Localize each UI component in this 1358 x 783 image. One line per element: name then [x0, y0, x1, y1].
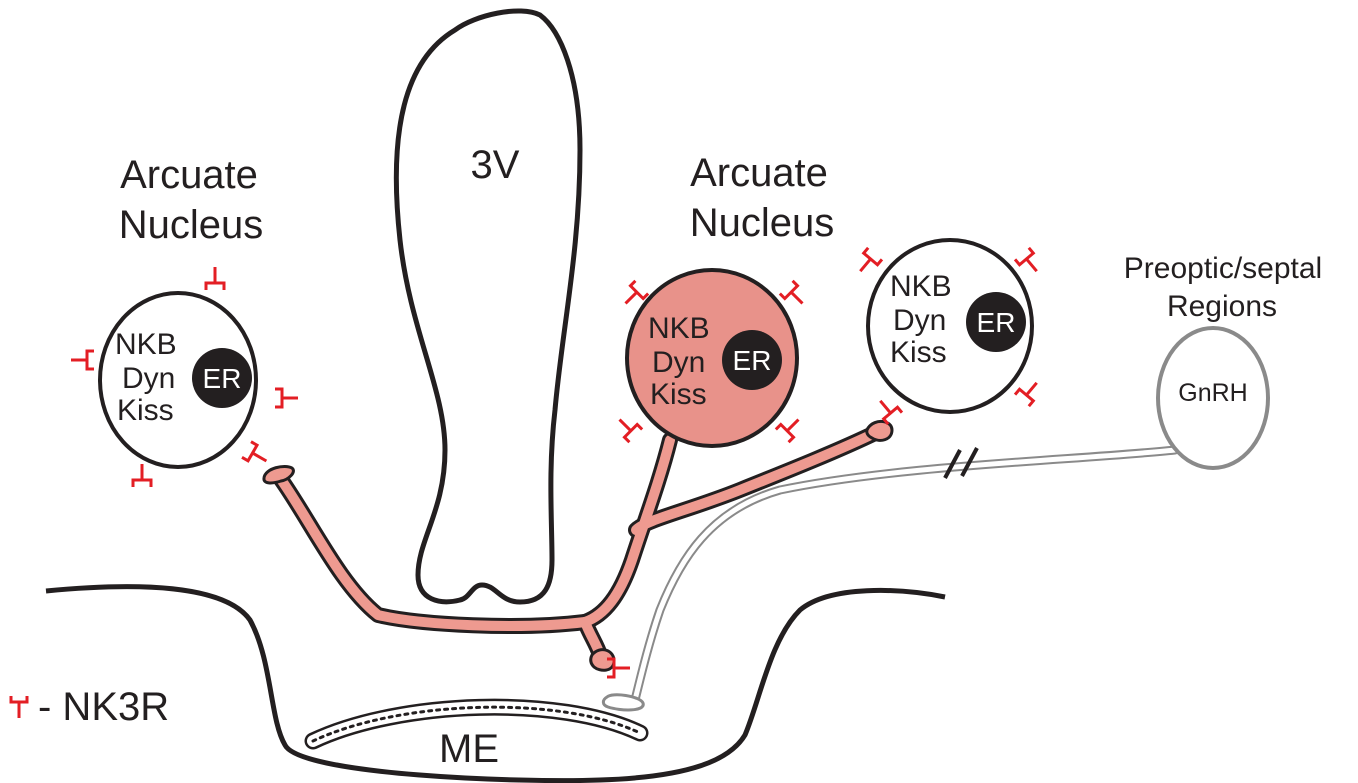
nk3r-receptor-icon — [71, 351, 94, 369]
preoptic-label-1: Preoptic/septal — [1124, 252, 1322, 285]
median-eminence-label: ME — [439, 727, 499, 771]
nk3r-receptor-icon — [853, 248, 882, 277]
nk3r-receptor-icon — [242, 442, 271, 469]
arcuate-mid-label-2: Nucleus — [690, 201, 835, 245]
gnrh-axon — [603, 448, 1175, 710]
arcuate-mid-label-1: Arcuate — [690, 151, 828, 195]
kndy-neuron-active: ER NKB Dyn Kiss — [627, 270, 797, 446]
nk3r-receptor-icon — [275, 389, 298, 407]
nk3r-receptor-icon — [206, 267, 224, 290]
nk3r-receptor-icon — [1015, 248, 1044, 277]
dyn-label-left: Dyn — [122, 362, 175, 395]
er-label-active: ER — [733, 345, 772, 376]
nkb-label-left: NKB — [115, 328, 177, 361]
gnrh-label: GnRH — [1178, 379, 1247, 407]
er-label-left: ER — [203, 363, 242, 394]
nk3r-receptor-icon — [776, 413, 805, 442]
dyn-label-active: Dyn — [652, 346, 705, 379]
kndy-neuron-right: ER NKB Dyn Kiss — [868, 240, 1032, 412]
dyn-label-right: Dyn — [893, 304, 946, 337]
gnrh-terminal — [603, 695, 643, 710]
er-label-right: ER — [977, 307, 1016, 338]
kndy-neuron-left: ER NKB Dyn Kiss — [100, 293, 256, 467]
arcuate-left-label-1: Arcuate — [120, 153, 258, 197]
nk3r-receptor-icon — [613, 413, 642, 442]
nkb-label-active: NKB — [648, 312, 710, 345]
kndy-axon — [264, 421, 892, 670]
nk3r-receptor-icon — [873, 395, 902, 424]
nk3r-receptor-icon — [133, 464, 151, 487]
nk3r-receptor-icon — [1015, 377, 1044, 406]
legend: - NK3R — [11, 685, 169, 729]
nkb-label-right: NKB — [890, 270, 952, 303]
arcuate-left-label-2: Nucleus — [119, 203, 264, 247]
nk3r-receptor-icon — [780, 281, 809, 310]
third-ventricle-label: 3V — [471, 143, 520, 187]
nk3r-legend-icon — [11, 696, 27, 718]
kiss-label-right: Kiss — [890, 336, 947, 369]
axon-terminal-right — [867, 421, 892, 440]
legend-label: - NK3R — [38, 685, 169, 729]
kiss-label-left: Kiss — [117, 394, 174, 427]
kiss-label-active: Kiss — [650, 378, 707, 411]
third-ventricle-outline — [396, 11, 580, 602]
preoptic-label-2: Regions — [1167, 290, 1277, 323]
